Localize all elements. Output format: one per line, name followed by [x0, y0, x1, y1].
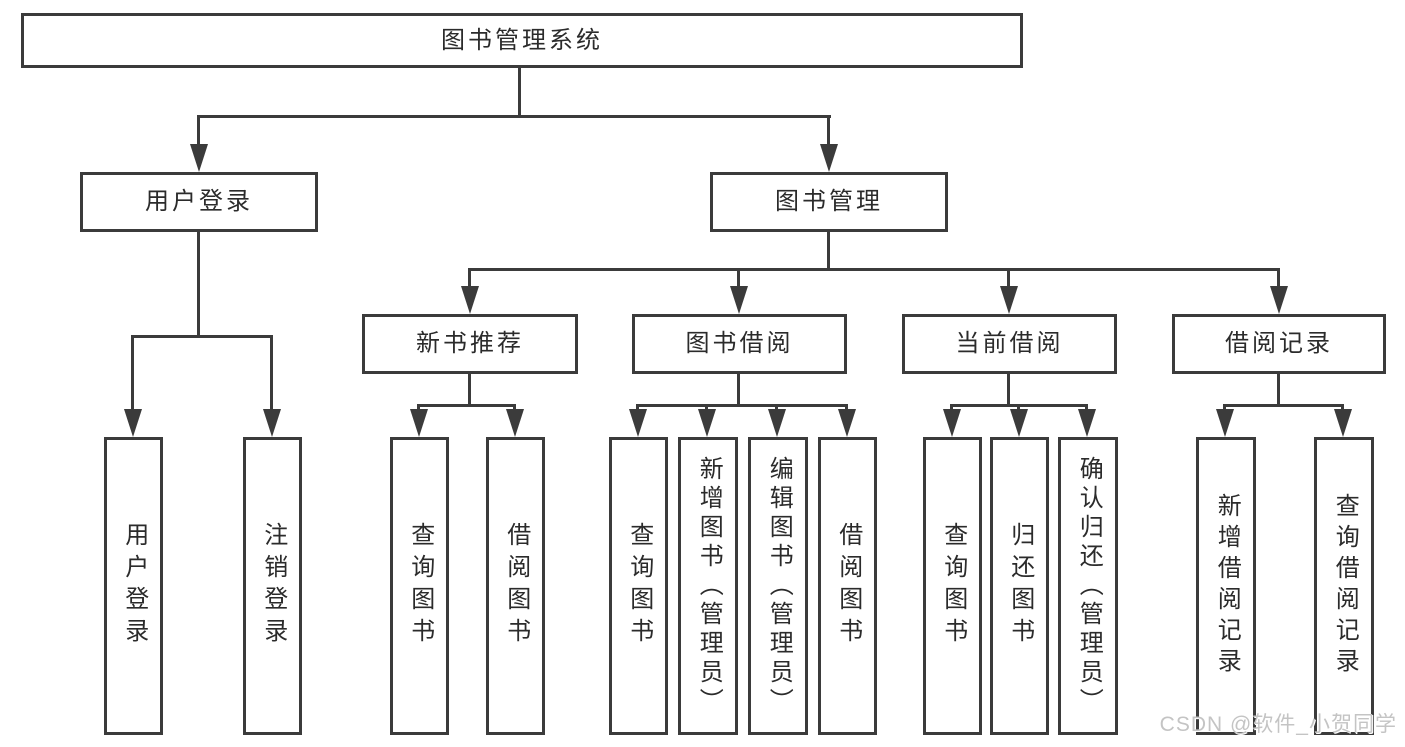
arrow-to-leaf-query-books-3-icon	[943, 409, 961, 437]
connector-book-borrow-stem	[737, 374, 740, 407]
connector-book-management-stem	[827, 232, 830, 271]
node-book-management-label: 图书管理	[775, 188, 883, 215]
arrow-to-leaf-add-record-icon	[1216, 409, 1234, 437]
leaf-edit-book-admin-label: 编辑图书（管理员）	[765, 455, 793, 717]
node-user-login-label: 用户登录	[145, 188, 253, 215]
arrow-to-leaf-borrow-books-1-icon	[506, 409, 524, 437]
leaf-borrow-books-1-label: 借阅图书	[502, 522, 530, 650]
arrow-to-leaf-add-book-icon	[698, 409, 716, 437]
node-book-management: 图书管理	[710, 172, 948, 232]
node-current-borrow-label: 当前借阅	[955, 330, 1064, 357]
node-current-borrow: 当前借阅	[902, 314, 1117, 374]
leaf-borrow-books-2-label: 借阅图书	[834, 522, 862, 650]
connector-to-user-login-stem	[197, 115, 200, 150]
node-new-book-recommend: 新书推荐	[362, 314, 578, 374]
connector-new-book-recommend-split	[417, 404, 516, 407]
connector-borrow-records-split	[1223, 404, 1344, 407]
connector-borrow-records-stem	[1277, 374, 1280, 407]
arrow-to-leaf-borrow-books-2-icon	[838, 409, 856, 437]
node-borrow-records: 借阅记录	[1172, 314, 1386, 374]
leaf-add-book-admin-label: 新增图书（管理员）	[695, 455, 723, 717]
leaf-query-books-3: 查询图书	[923, 437, 982, 735]
arrow-to-leaf-logout-icon	[263, 409, 281, 437]
arrow-to-user-login-icon	[190, 144, 208, 172]
node-root-library-management-system: 图书管理系统	[21, 13, 1023, 68]
leaf-return-books: 归还图书	[990, 437, 1049, 735]
connector-to-new-book-recommend	[468, 268, 471, 292]
connector-to-leaf-user-login	[131, 335, 134, 413]
connector-level3-split	[468, 268, 1280, 271]
leaf-logout-label: 注销登录	[259, 522, 287, 650]
csdn-watermark: CSDN @软件_小贺同学	[1159, 713, 1397, 736]
connector-level1-split	[197, 115, 831, 118]
leaf-query-borrow-record-label: 查询借阅记录	[1331, 493, 1359, 679]
node-book-borrow: 图书借阅	[632, 314, 847, 374]
leaf-user-login-label: 用户登录	[120, 522, 148, 650]
leaf-confirm-return-admin: 确认归还（管理员）	[1058, 437, 1118, 735]
arrow-to-current-borrow-icon	[1000, 286, 1018, 314]
leaf-edit-book-admin: 编辑图书（管理员）	[748, 437, 808, 735]
leaf-query-borrow-record: 查询借阅记录	[1314, 437, 1374, 735]
arrow-to-leaf-query-books-2-icon	[629, 409, 647, 437]
leaf-query-books-2: 查询图书	[609, 437, 668, 735]
connector-to-borrow-records	[1277, 268, 1280, 292]
node-borrow-records-label: 借阅记录	[1225, 330, 1333, 357]
arrow-to-leaf-confirm-return-icon	[1078, 409, 1096, 437]
leaf-borrow-books-1: 借阅图书	[486, 437, 545, 735]
leaf-add-book-admin: 新增图书（管理员）	[678, 437, 738, 735]
node-new-book-recommend-label: 新书推荐	[416, 330, 524, 357]
leaf-add-borrow-record-label: 新增借阅记录	[1213, 493, 1241, 679]
node-root-label: 图书管理系统	[441, 26, 603, 54]
leaf-user-login: 用户登录	[104, 437, 163, 735]
connector-user-login-split	[131, 335, 273, 338]
connector-current-borrow-stem	[1007, 374, 1010, 407]
arrow-to-leaf-return-books-icon	[1010, 409, 1028, 437]
node-user-login: 用户登录	[80, 172, 318, 232]
connector-user-login-stem	[197, 232, 200, 338]
arrow-to-leaf-edit-book-icon	[768, 409, 786, 437]
leaf-query-books-1-label: 查询图书	[406, 522, 434, 650]
connector-new-book-recommend-stem	[468, 374, 471, 407]
connector-to-book-management-stem	[827, 115, 830, 150]
leaf-query-books-2-label: 查询图书	[625, 522, 653, 650]
connector-to-current-borrow	[1007, 268, 1010, 292]
node-book-borrow-label: 图书借阅	[685, 330, 794, 357]
leaf-return-books-label: 归还图书	[1006, 522, 1034, 650]
arrow-to-leaf-user-login-icon	[124, 409, 142, 437]
arrow-to-book-management-icon	[820, 144, 838, 172]
leaf-borrow-books-2: 借阅图书	[818, 437, 877, 735]
connector-root-stem	[518, 68, 521, 117]
arrow-to-leaf-query-books-1-icon	[410, 409, 428, 437]
connector-book-borrow-split	[636, 404, 848, 407]
arrow-to-borrow-records-icon	[1270, 286, 1288, 314]
connector-to-leaf-logout	[270, 335, 273, 413]
connector-to-book-borrow	[737, 268, 740, 292]
leaf-logout: 注销登录	[243, 437, 302, 735]
leaf-confirm-return-admin-label: 确认归还（管理员）	[1075, 455, 1103, 717]
leaf-query-books-1: 查询图书	[390, 437, 449, 735]
arrow-to-leaf-query-record-icon	[1334, 409, 1352, 437]
leaf-query-books-3-label: 查询图书	[939, 522, 967, 650]
arrow-to-book-borrow-icon	[730, 286, 748, 314]
leaf-add-borrow-record: 新增借阅记录	[1196, 437, 1256, 735]
arrow-to-new-book-recommend-icon	[461, 286, 479, 314]
